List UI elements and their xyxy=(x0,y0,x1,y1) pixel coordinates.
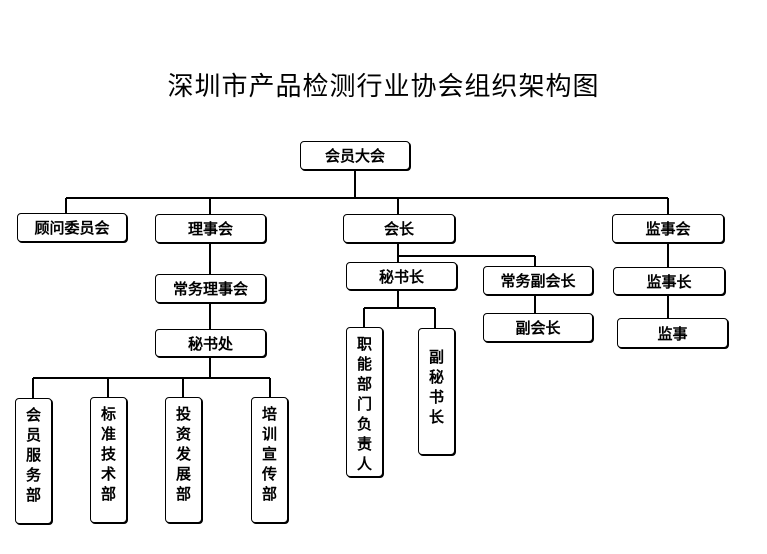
chart-title: 深圳市产品检测行业协会组织架构图 xyxy=(167,72,600,102)
node-council: 理事会 xyxy=(155,214,266,243)
node-vice-president: 副会长 xyxy=(483,313,593,342)
node-executive-vice-president: 常务副会长 xyxy=(483,266,593,295)
node-secretary-general: 秘书长 xyxy=(346,262,457,290)
node-investment-dev-dept: 投资发展部 xyxy=(165,397,202,523)
node-chief-supervisor: 监事长 xyxy=(613,267,725,295)
node-secretariat: 秘书处 xyxy=(155,329,266,357)
node-supervisory-board: 监事会 xyxy=(612,214,724,243)
node-standards-tech-dept: 标准技术部 xyxy=(90,397,127,523)
node-standing-council: 常务理事会 xyxy=(155,274,266,303)
node-advisory-committee: 顾问委员会 xyxy=(17,213,127,242)
node-training-promo-dept: 培训宣传部 xyxy=(251,397,288,523)
node-supervisor: 监事 xyxy=(617,318,728,348)
node-department-heads: 职能部门负责人 xyxy=(346,327,383,477)
node-general-assembly: 会员大会 xyxy=(300,141,410,170)
node-deputy-secretary-general: 副秘书长 xyxy=(418,328,455,455)
node-president: 会长 xyxy=(343,214,455,243)
node-membership-dept: 会员服务部 xyxy=(15,398,52,524)
